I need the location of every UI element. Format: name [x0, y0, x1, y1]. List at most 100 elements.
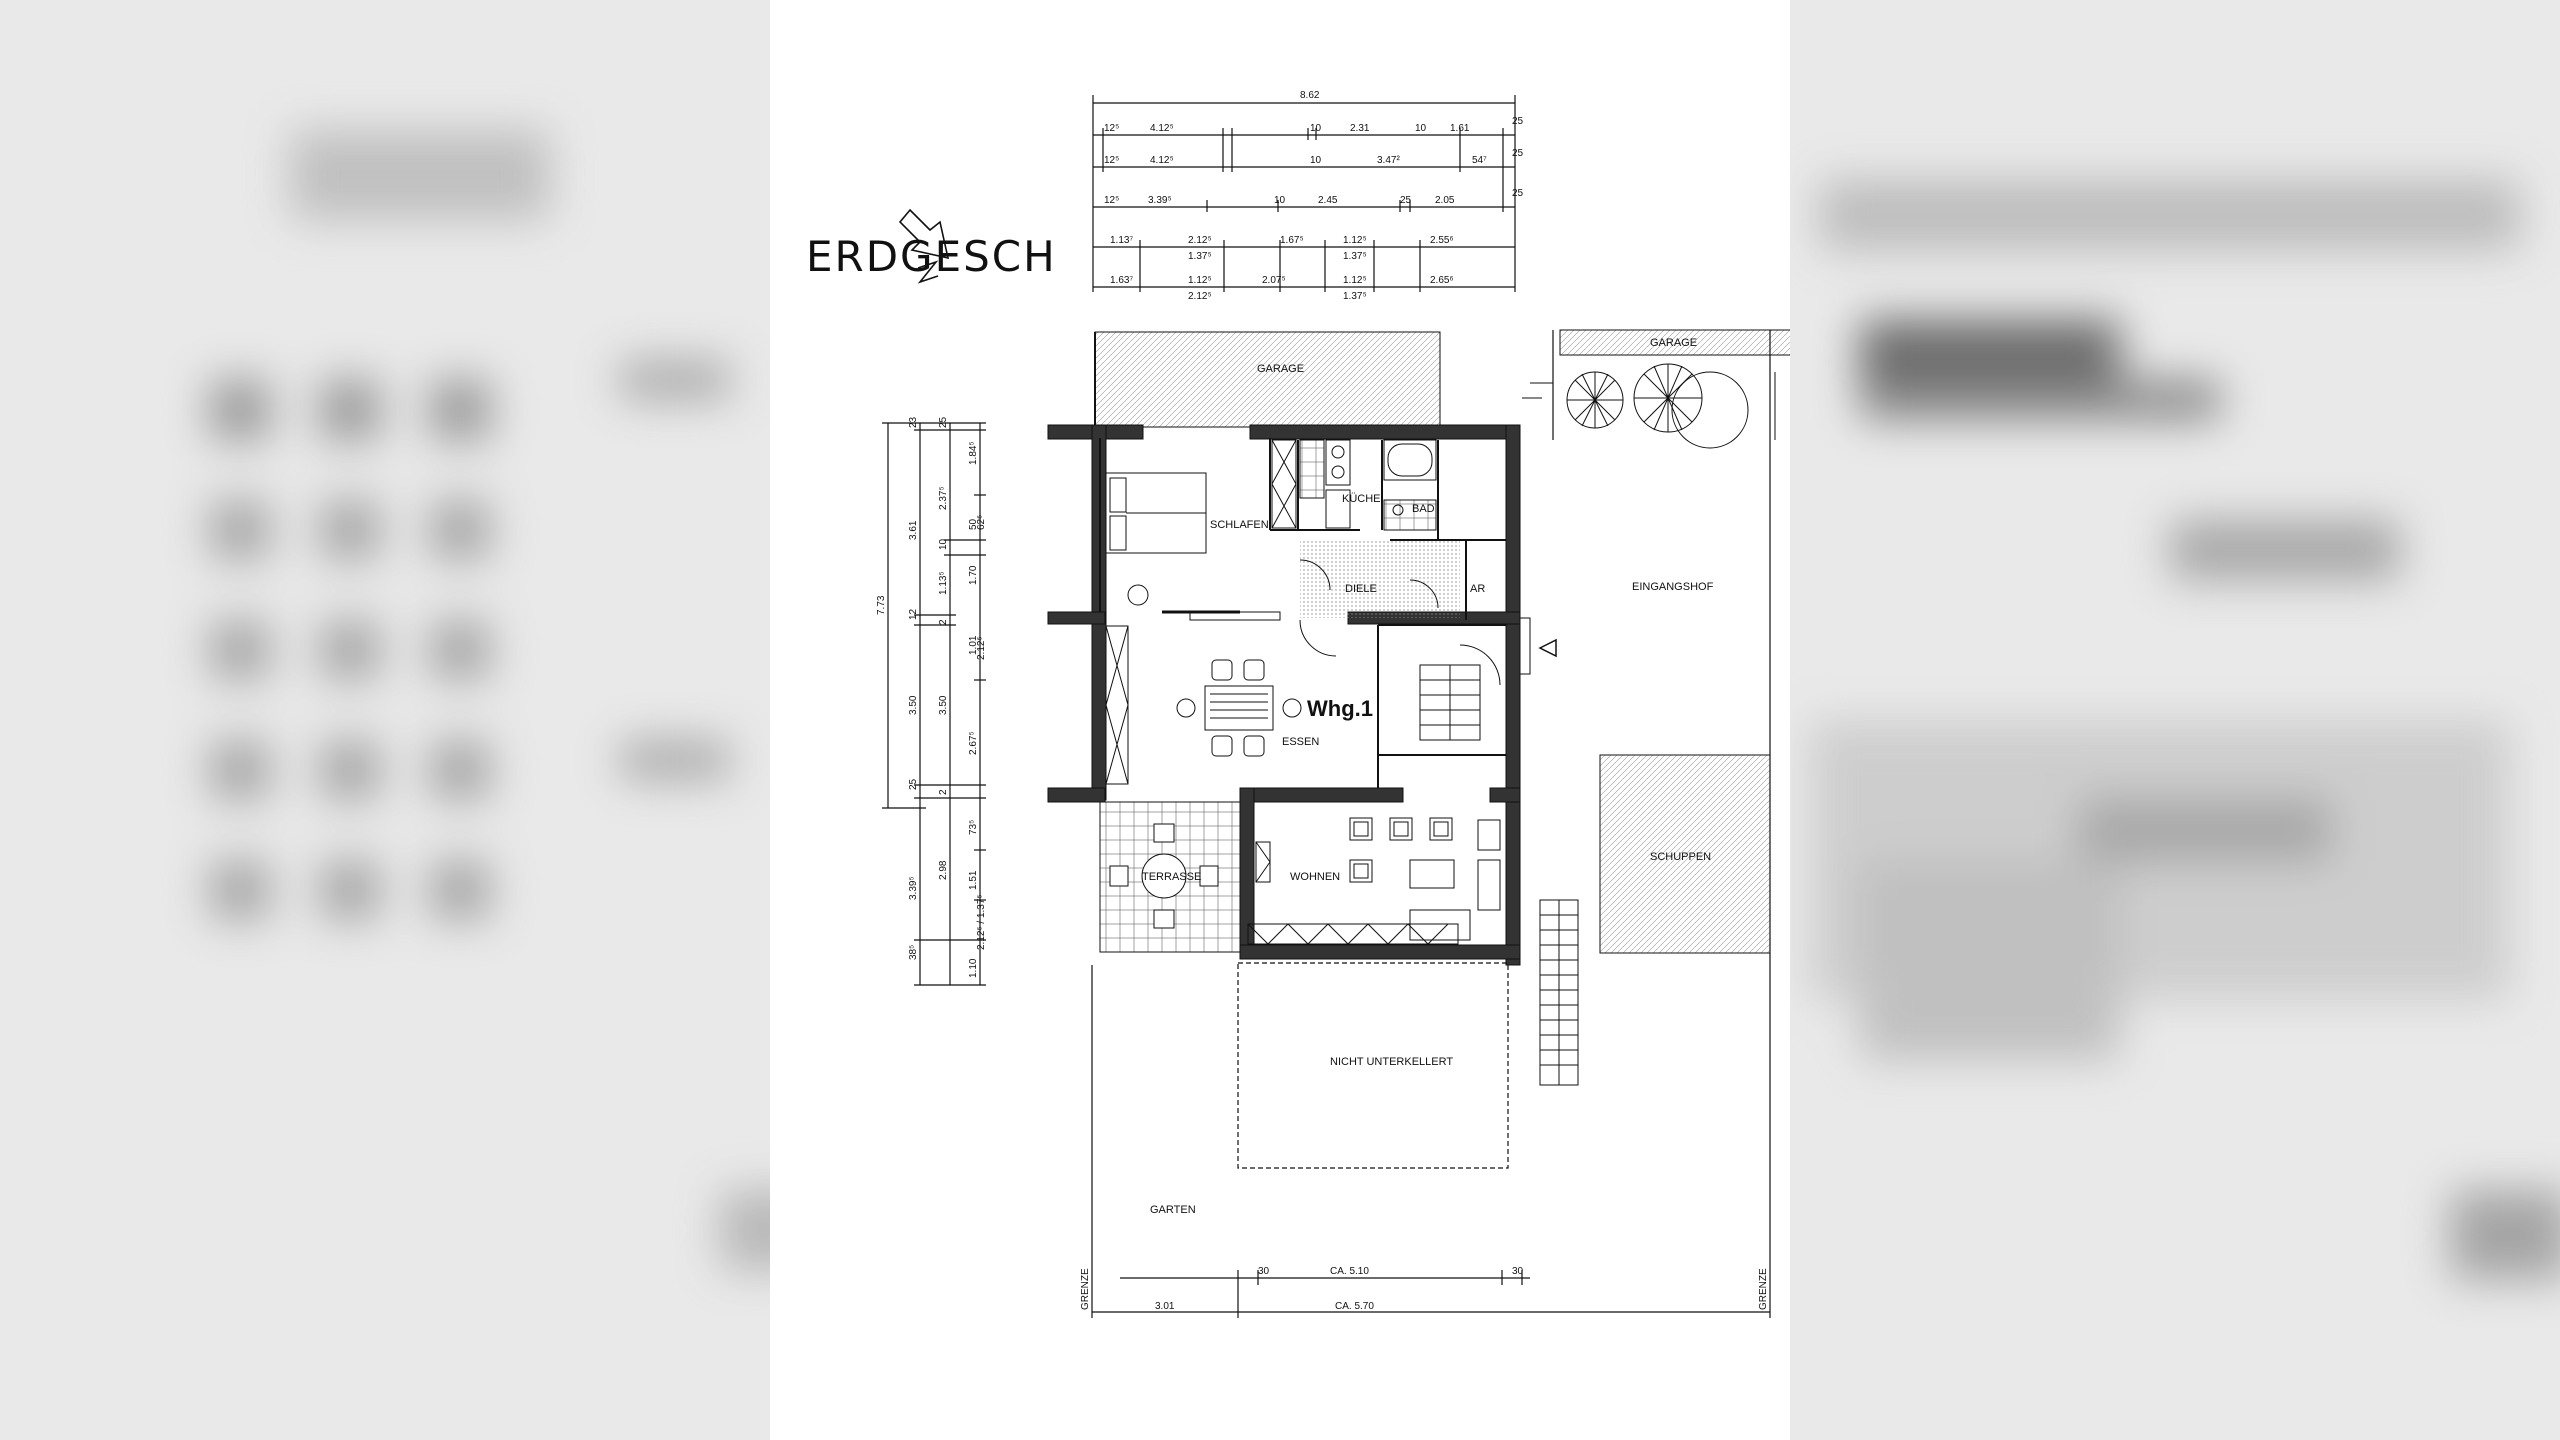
room-label-schlafen: SCHLAFEN — [1210, 519, 1269, 531]
dim-top: 10 — [1415, 123, 1427, 134]
dim-top: 1.63⁷ — [1110, 275, 1133, 286]
kitchen-units — [1299, 439, 1351, 529]
dim-top: 1.13⁷ — [1110, 235, 1133, 246]
dim-top: 1.12⁵ — [1188, 275, 1212, 286]
blurred-background-right — [1790, 0, 2560, 1440]
tree-icon — [1633, 363, 1776, 449]
garage-right-area — [1559, 329, 1790, 356]
dining-table-icon — [1176, 659, 1302, 757]
dim-left: 2.67⁵ — [968, 731, 979, 755]
dim-top: 12⁵ — [1104, 123, 1119, 134]
dim-top: 3.39⁵ — [1148, 195, 1172, 206]
boundary-label-right: GRENZE — [1758, 1268, 1769, 1310]
room-label-garage: GARAGE — [1257, 363, 1304, 375]
dim-left: 3.50 — [938, 695, 949, 715]
dim-left: 2.98 — [938, 860, 949, 880]
dim-top-overall: 8.62 — [1300, 90, 1320, 101]
page-title: ERDGESCH — [806, 232, 1057, 281]
dim-left: 50 — [968, 518, 979, 530]
staircase — [1419, 644, 1501, 741]
dim-left: 3.39⁵ — [908, 876, 919, 900]
dim-left: 73⁵ — [968, 820, 979, 835]
dim-left: 10 — [938, 538, 949, 550]
dim-left: 23 — [908, 416, 919, 428]
wardrobe — [1271, 439, 1297, 529]
dim-top: 25 — [1512, 116, 1524, 127]
dim-left: 2.12⁵ / 1.37⁵ — [976, 894, 987, 950]
sideboard — [1105, 625, 1129, 785]
dim-left: 1.51 — [968, 870, 979, 890]
dim-top: 3.47² — [1377, 155, 1400, 166]
diele-floor — [1300, 540, 1460, 618]
room-label-kueche: KÜCHE — [1342, 493, 1381, 505]
dim-top: 54⁷ — [1472, 155, 1487, 166]
tree-icon — [1566, 371, 1624, 429]
dim-top: 4.12⁵ — [1150, 155, 1174, 166]
room-label-nicht-unterkellert: NICHT UNTERKELLERT — [1330, 1056, 1453, 1068]
dim-top: 25 — [1400, 195, 1412, 206]
door-swings — [1299, 559, 1439, 657]
floor-plan-drawing: 8.62 12⁵ 4.12⁵ 10 2.31 10 1.61 25 12⁵ 4.… — [876, 90, 1790, 1318]
outdoor-stairs — [1539, 899, 1579, 1086]
dim-top: 1.12⁵ — [1343, 275, 1367, 286]
dim-top: 25 — [1512, 148, 1524, 159]
dim-top: 2.07⁵ — [1262, 275, 1286, 286]
floor-plan-sheet: 8.62 12⁵ 4.12⁵ 10 2.31 10 1.61 25 12⁵ 4.… — [770, 0, 1790, 1440]
building-walls — [1047, 424, 1521, 966]
dim-top: 1.67⁵ — [1280, 235, 1304, 246]
dim-left: 12 — [908, 608, 919, 620]
dim-top: 1.12⁵ — [1343, 235, 1367, 246]
entrance-marker-icon — [1519, 617, 1557, 675]
dim-top: 2.12⁵ — [1188, 235, 1212, 246]
dim-left: 62⁵ — [976, 515, 987, 530]
room-label-eingangshof: EINGANGSHOF — [1632, 581, 1714, 593]
room-label-ar: AR — [1470, 583, 1485, 595]
dim-bottom: CA. 5.70 — [1335, 1301, 1374, 1312]
blurred-plan-copy-right — [1810, 180, 2560, 1280]
dim-top: 1.37⁵ — [1343, 251, 1367, 262]
dim-bottom: 3.01 — [1155, 1301, 1175, 1312]
dim-top: 12⁵ — [1104, 155, 1119, 166]
dim-top: 4.12⁵ — [1150, 123, 1174, 134]
top-dimension-lines — [1092, 95, 1516, 292]
terrace-table-icon — [1109, 823, 1219, 929]
dim-top: 1.37⁵ — [1188, 251, 1212, 262]
room-label-terrasse: TERRASSE — [1142, 871, 1201, 883]
dim-bottom: CA. 5.10 — [1330, 1266, 1369, 1277]
blurred-plan-copy-left — [210, 130, 770, 1270]
dim-left: 1.84⁵ — [968, 441, 979, 465]
north-arrow-icon — [898, 208, 950, 284]
dim-bottom: 30 — [1258, 1266, 1270, 1277]
dim-top: 10 — [1274, 195, 1286, 206]
dim-left: 2.37⁵ — [938, 486, 949, 510]
dim-left: 1.13⁵ — [938, 571, 949, 595]
dim-top: 2.31 — [1350, 123, 1370, 134]
bathtub-icon — [1383, 439, 1437, 531]
dim-left: 1.70 — [968, 565, 979, 585]
dim-left: 25 — [938, 416, 949, 428]
dim-bottom: 30 — [1512, 1266, 1524, 1277]
living-furniture — [1247, 817, 1501, 945]
dim-left: 3.61 — [908, 520, 919, 540]
dim-top: 1.37⁵ — [1343, 291, 1367, 302]
dim-top: 1.61 — [1450, 123, 1470, 134]
blurred-background-left — [0, 0, 770, 1440]
garage-area — [1094, 331, 1441, 428]
dim-top: 25 — [1512, 188, 1524, 199]
room-label-diele: DIELE — [1345, 583, 1377, 595]
room-label-schuppen: SCHUPPEN — [1650, 851, 1711, 863]
boundary-label-left: GRENZE — [1080, 1268, 1091, 1310]
dim-left: 1.10 — [968, 958, 979, 978]
left-dimension-lines — [882, 422, 986, 986]
bottom-dimension-lines — [1092, 1270, 1770, 1318]
dim-left: 2 — [938, 619, 949, 625]
schuppen-area — [1599, 754, 1771, 954]
dim-top: 10 — [1310, 155, 1322, 166]
unbasemented-outline — [1237, 962, 1509, 1169]
dim-top: 2.55⁶ — [1430, 235, 1454, 246]
apartment-label: Whg.1 — [1307, 696, 1373, 721]
dim-left: 2.12⁵ — [976, 636, 987, 660]
dim-left: 25 — [908, 778, 919, 790]
dim-left-overall: 7.73 — [876, 595, 887, 615]
room-label-wohnen: WOHNEN — [1290, 871, 1340, 883]
